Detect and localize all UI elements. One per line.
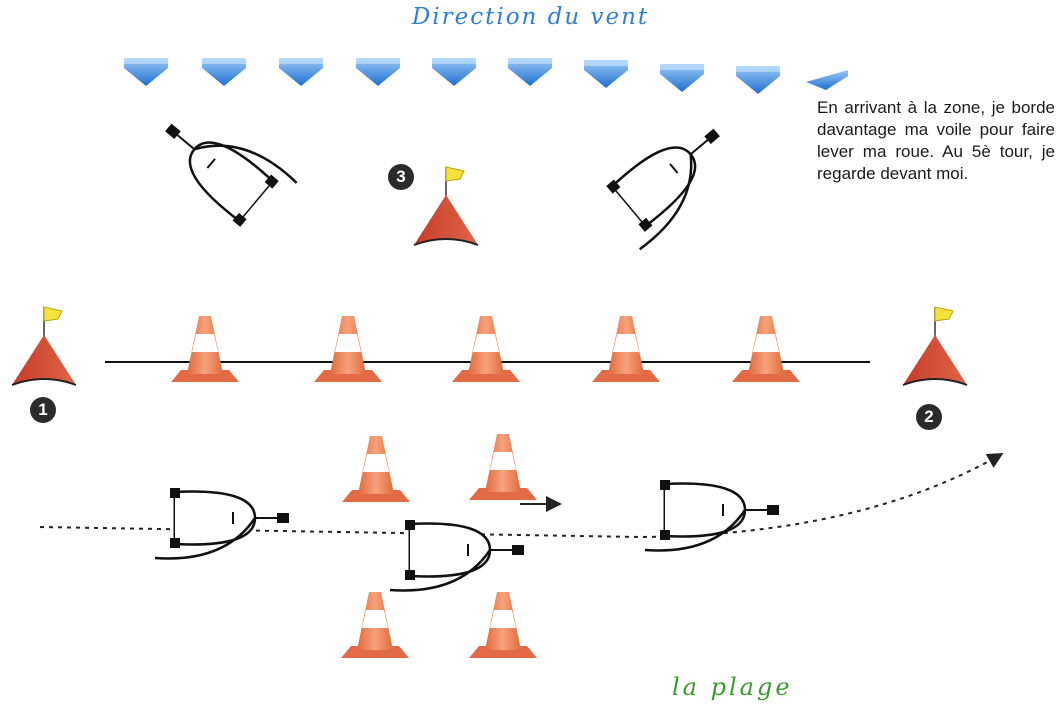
traffic-cone-icon: [341, 592, 409, 658]
wind-arrow-icon: [202, 58, 246, 86]
traffic-cone-icon: [469, 592, 537, 658]
wind-arrow-icon: [432, 58, 476, 86]
note-text: En arrivant à la zone, je borde davantag…: [817, 98, 1055, 183]
traffic-cone-icon: [171, 316, 239, 382]
traffic-cone-icon: [342, 436, 410, 502]
wind-arrow-icon: [584, 60, 628, 88]
marker-2: 2: [916, 404, 942, 430]
sand-yacht-icon: [147, 94, 299, 239]
traffic-cone-icon: [314, 316, 382, 382]
wind-arrow-icon: [660, 64, 704, 92]
buoy-2-icon: [902, 306, 968, 386]
sand-yacht-icon: [153, 486, 291, 560]
wind-arrow-icon: [356, 58, 400, 86]
sand-yacht-icon: [388, 518, 526, 592]
traffic-cone-icon: [469, 434, 537, 500]
sand-yacht-icon: [643, 478, 781, 552]
sand-yacht-icon: [593, 107, 745, 252]
wind-arrow-icon: [124, 58, 168, 86]
beach-label: la plage: [672, 673, 793, 701]
wind-arrow-icon: [806, 70, 848, 90]
marker-3: 3: [388, 164, 414, 190]
buoy-3-icon: [413, 166, 479, 246]
cones-row: [171, 316, 800, 382]
wind-arrows: [124, 58, 848, 94]
buoy-1-icon: [11, 306, 77, 386]
wind-arrow-icon: [279, 58, 323, 86]
traffic-cone-icon: [592, 316, 660, 382]
traffic-cone-icon: [452, 316, 520, 382]
marker-1: 1: [30, 397, 56, 423]
title: Direction du vent: [411, 4, 650, 30]
wind-arrow-icon: [736, 66, 780, 94]
wind-arrow-icon: [508, 58, 552, 86]
traffic-cone-icon: [732, 316, 800, 382]
